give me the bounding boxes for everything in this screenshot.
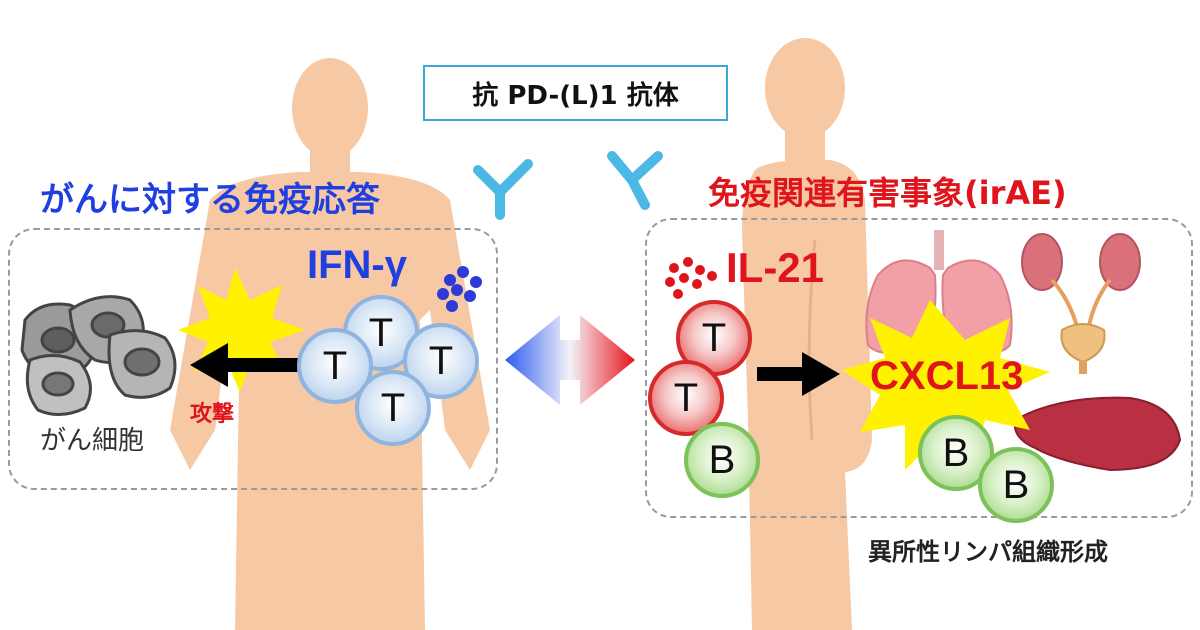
attack-label: 攻撃	[190, 402, 235, 427]
il21-label: IL-21	[726, 244, 825, 291]
il21-dots-icon	[665, 257, 717, 299]
cxcl13-label: CXCL13	[870, 354, 1024, 398]
lymphoid-tissue-label: 異所性リンパ組織形成	[868, 538, 1108, 566]
right-heading: 免疫関連有害事象(irAE)	[708, 174, 1067, 212]
ifn-gamma-label: IFN-γ	[307, 243, 407, 287]
title-box: 抗 PD-(L)1 抗体	[423, 65, 728, 121]
title-text: 抗 PD-(L)1 抗体	[472, 80, 679, 111]
t-cell: T	[355, 370, 431, 446]
b-cell: B	[684, 422, 760, 498]
cancer-cell-label: がん細胞	[40, 426, 145, 456]
antibody-icon	[607, 151, 663, 210]
left-response-panel	[8, 228, 498, 490]
activation-arrow	[757, 352, 840, 396]
liver-icon	[1013, 396, 1182, 472]
ifn-gamma-dots-icon	[437, 266, 482, 312]
right-human-silhouette	[742, 38, 872, 630]
right-irae-panel	[645, 218, 1193, 518]
attack-arrow	[190, 343, 298, 387]
spine-line	[807, 239, 817, 441]
double-arrow-icon	[505, 315, 635, 405]
antibody-icon	[473, 159, 533, 220]
cancer-cells-icon	[20, 295, 177, 416]
cxcl13-explosion-icon	[842, 300, 1050, 470]
left-heading: がんに対する免疫応答	[40, 180, 380, 220]
kidneys-bladder-icon	[1021, 233, 1141, 374]
b-cell: B	[978, 447, 1054, 523]
